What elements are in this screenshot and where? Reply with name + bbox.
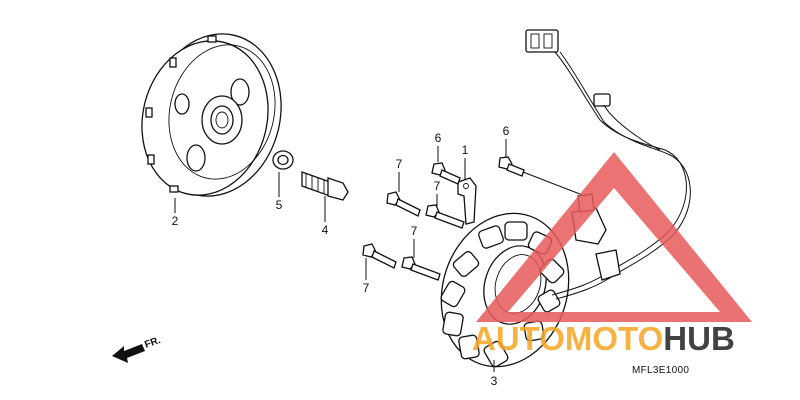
bolt-7-lower-left [362,243,397,269]
leader-lines [174,139,586,372]
callout-5: 5 [276,198,283,212]
diagram-code: MFL3E1000 [632,365,689,376]
flywheel-bolt [301,171,349,201]
warning-triangle-icon [476,152,752,322]
callout-7-lower-left: 7 [363,281,370,295]
front-direction-indicator: FR. [112,335,162,363]
callout-7-mid: 7 [434,179,441,193]
wire-clamp-bracket [457,177,477,225]
watermark-word-a: AUTOMOTO [472,320,663,357]
bolt-7-lower-mid [401,256,441,281]
callout-labels: 1 2 3 4 5 6 6 7 7 7 7 [172,124,510,388]
callout-7-lower-mid: 7 [411,224,418,238]
arrow-left-icon [112,344,145,363]
callout-7-upper: 7 [396,157,403,171]
bolt-6-right [498,156,525,177]
bolt-7-mid [425,204,465,229]
callout-3: 3 [491,374,498,388]
front-label: FR. [143,335,162,351]
watermark-text: AUTOMOTOHUB [472,320,735,357]
callout-6-left: 6 [435,131,442,145]
bolt-7-upper [386,191,421,217]
watermark-word-b: HUB [663,320,735,357]
callout-2: 2 [172,214,179,228]
watermark: AUTOMOTOHUB [472,152,752,357]
bolt-6-left [431,162,461,185]
flywheel-rotor [141,33,282,197]
callout-1: 1 [462,143,469,157]
callout-6-right: 6 [503,124,510,138]
callout-4: 4 [322,223,329,237]
washer [272,150,294,170]
